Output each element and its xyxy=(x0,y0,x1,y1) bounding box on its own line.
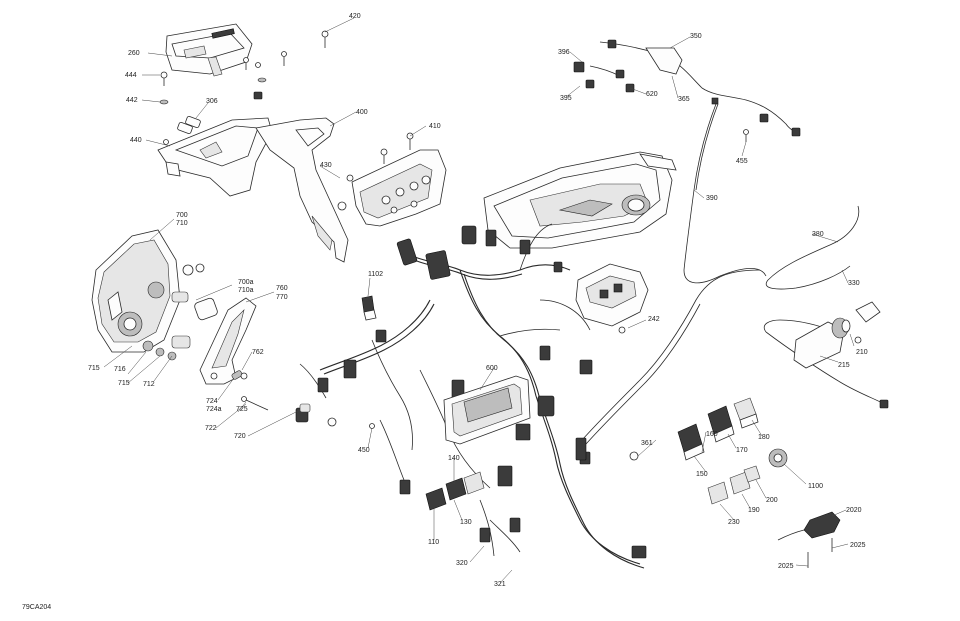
callout-420: 420 xyxy=(349,13,361,20)
callout-390: 390 xyxy=(706,195,718,202)
callout-715-bottom: 715 xyxy=(118,380,130,387)
grommet-306 xyxy=(177,116,201,134)
key-2020 xyxy=(777,511,841,568)
callout-labels: 420 260 444 442 306 440 400 430 410 396 … xyxy=(88,13,868,588)
gauge-600 xyxy=(443,375,531,445)
callout-724a: 724a xyxy=(206,406,222,413)
callout-722: 722 xyxy=(205,425,217,432)
callout-200: 200 xyxy=(766,497,778,504)
callout-725: 725 xyxy=(236,406,248,413)
callout-770: 770 xyxy=(276,294,288,301)
callout-720: 720 xyxy=(234,433,246,440)
callout-450: 450 xyxy=(358,447,370,454)
module-410 xyxy=(351,132,447,227)
callout-760: 760 xyxy=(276,285,288,292)
callout-455: 455 xyxy=(736,158,748,165)
callout-442: 442 xyxy=(126,97,138,104)
callout-242: 242 xyxy=(648,316,660,323)
callout-620: 620 xyxy=(646,91,658,98)
callout-150: 150 xyxy=(696,471,708,478)
callout-715-top: 715 xyxy=(88,365,100,372)
callout-710a: 710a xyxy=(238,287,254,294)
bracket-440 xyxy=(157,117,273,197)
callout-130: 130 xyxy=(460,519,472,526)
screws-762-725 xyxy=(231,370,311,413)
washer-442 xyxy=(159,99,169,105)
harness-connectors xyxy=(295,225,647,559)
callout-2025-left: 2025 xyxy=(778,563,794,570)
callout-700: 700 xyxy=(176,212,188,219)
headlight-700 xyxy=(91,229,181,353)
callout-2025-right: 2025 xyxy=(850,542,866,549)
part-1102 xyxy=(361,295,377,321)
callout-180: 180 xyxy=(758,434,770,441)
fastener-444 xyxy=(160,71,168,86)
callout-330: 330 xyxy=(848,280,860,287)
callout-320: 320 xyxy=(456,560,468,567)
headlight-bulbs xyxy=(142,263,218,361)
callout-1100: 1100 xyxy=(808,483,823,490)
dash-frame xyxy=(483,151,677,249)
callout-762: 762 xyxy=(252,349,264,356)
callout-444: 444 xyxy=(125,72,137,79)
callout-160: 160 xyxy=(706,431,718,438)
sensor-330-210-215 xyxy=(793,301,881,369)
bolt-420 xyxy=(321,30,329,48)
fuse-box-242 xyxy=(575,263,649,334)
callout-396: 396 xyxy=(558,49,570,56)
harness-380 xyxy=(575,205,889,461)
callout-230: 230 xyxy=(728,519,740,526)
callout-400: 400 xyxy=(356,109,368,116)
callout-600: 600 xyxy=(486,365,498,372)
callout-350: 350 xyxy=(690,33,702,40)
callout-716: 716 xyxy=(114,366,126,373)
callout-321: 321 xyxy=(494,581,506,588)
callout-365: 365 xyxy=(678,96,690,103)
callout-712: 712 xyxy=(143,381,155,388)
callout-2020: 2020 xyxy=(846,507,862,514)
callout-210: 210 xyxy=(856,349,868,356)
callout-724: 724 xyxy=(206,398,218,405)
callout-361: 361 xyxy=(641,440,653,447)
switches xyxy=(425,397,788,511)
harness-350 xyxy=(573,39,801,142)
callout-380: 380 xyxy=(812,231,824,238)
callout-140: 140 xyxy=(448,455,460,462)
callout-430: 430 xyxy=(320,162,332,169)
callout-395: 395 xyxy=(560,95,572,102)
callout-440: 440 xyxy=(130,137,142,144)
callout-410: 410 xyxy=(429,123,441,130)
callout-710: 710 xyxy=(176,220,188,227)
callout-1102: 1102 xyxy=(368,271,383,278)
callout-215: 215 xyxy=(838,362,850,369)
callout-700a: 700a xyxy=(238,279,254,286)
main-harness xyxy=(299,223,645,569)
callout-110: 110 xyxy=(428,539,439,546)
bracket-760 xyxy=(199,297,257,385)
callout-260: 260 xyxy=(128,50,140,57)
harness-390 xyxy=(683,97,767,284)
bracket-400 xyxy=(255,117,349,263)
callout-170: 170 xyxy=(736,447,748,454)
bolts-small xyxy=(243,51,354,211)
cover-260 xyxy=(165,23,253,77)
document-code: 79CA204 xyxy=(22,604,51,611)
callout-190: 190 xyxy=(748,507,760,514)
callout-306: 306 xyxy=(206,98,218,105)
leader-lines xyxy=(103,17,855,584)
